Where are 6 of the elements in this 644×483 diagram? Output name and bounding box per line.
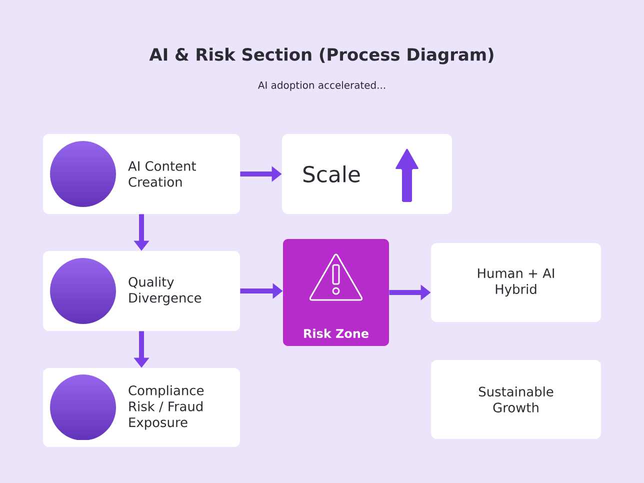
risk-box: Risk Zone xyxy=(283,239,389,346)
process-box: Scale xyxy=(282,134,452,214)
subtitle: AI adoption accelerated... xyxy=(258,81,386,91)
title: AI & Risk Section (Process Diagram) xyxy=(149,48,494,64)
process-box: Human + AI Hybrid xyxy=(431,243,601,322)
process-box: Sustainable Growth xyxy=(431,360,601,439)
